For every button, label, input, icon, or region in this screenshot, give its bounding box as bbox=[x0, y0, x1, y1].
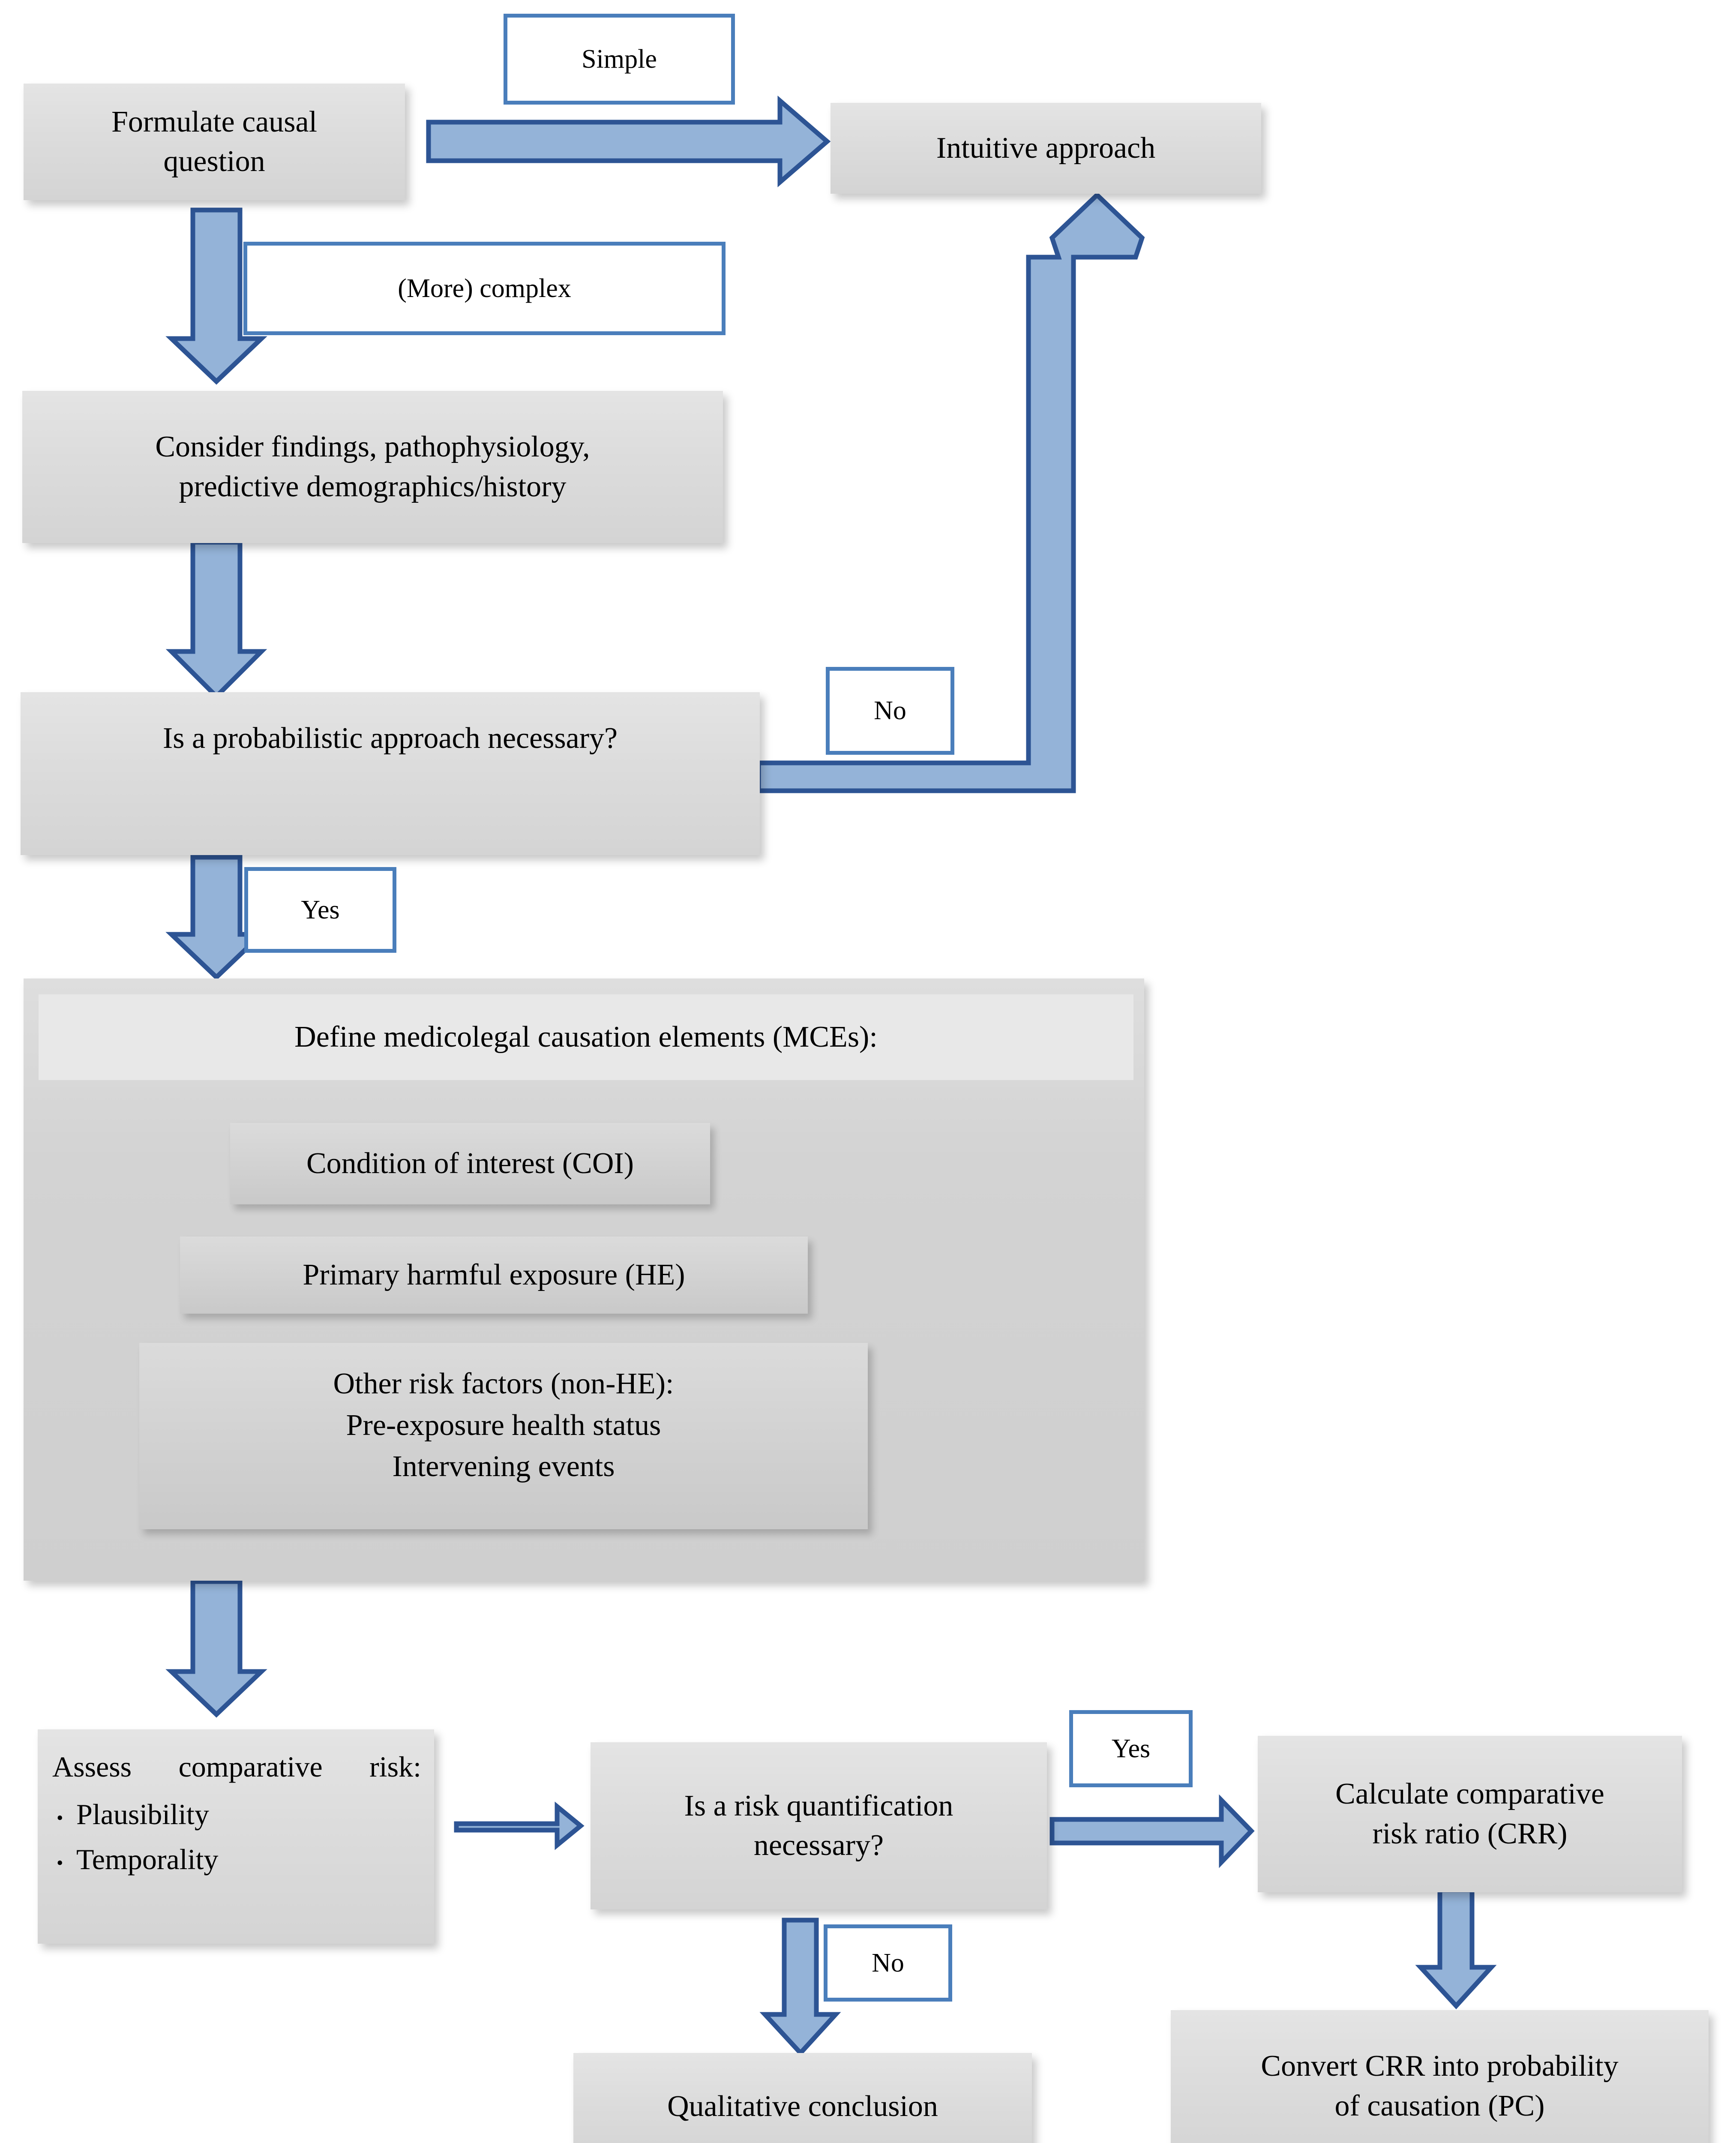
node-qualitative-conclusion: Qualitative conclusion bbox=[573, 2053, 1032, 2143]
edge-label-yes-quantification-text: Yes bbox=[1111, 1734, 1151, 1763]
node-probabilistic-approach-question-text: Is a probabilistic approach necessary? bbox=[162, 722, 618, 755]
node-intuitive-approach: Intuitive approach bbox=[831, 103, 1261, 194]
bullet-label-plausibility: Plausibility bbox=[76, 1798, 209, 1831]
arrow-formulate-to-intuitive bbox=[426, 95, 831, 188]
list-item: • Plausibility bbox=[52, 1798, 421, 1831]
mce-container: Define medicolegal causation elements (M… bbox=[24, 978, 1144, 1581]
list-item: • Temporality bbox=[52, 1843, 421, 1876]
node-convert-crr: Convert CRR into probability of causatio… bbox=[1171, 2010, 1709, 2143]
arrow-mce-to-assess bbox=[165, 1579, 267, 1718]
edge-label-more-complex: (More) complex bbox=[243, 242, 726, 335]
arrow-assess-to-quantification bbox=[454, 1801, 585, 1850]
edge-label-no-probabilistic: No bbox=[826, 667, 954, 755]
mce-item-other-risk-factors: Other risk factors (non-HE): Pre-exposur… bbox=[139, 1343, 868, 1529]
node-probabilistic-approach-question: Is a probabilistic approach necessary? bbox=[21, 692, 760, 855]
arrow-quantification-to-crr bbox=[1049, 1794, 1255, 1868]
node-calculate-crr: Calculate comparative risk ratio (CRR) bbox=[1258, 1736, 1682, 1892]
edge-label-simple: Simple bbox=[504, 14, 735, 105]
mce-item-condition-of-interest: Condition of interest (COI) bbox=[230, 1123, 710, 1204]
bullet-label-temporality: Temporality bbox=[76, 1843, 219, 1876]
edge-label-yes-probabilistic-text: Yes bbox=[301, 895, 340, 924]
mce-header-text: Define medicolegal causation elements (M… bbox=[294, 1020, 878, 1053]
node-risk-quantification-question: Is a risk quantification necessary? bbox=[591, 1742, 1047, 1909]
mce-item-condition-of-interest-text: Condition of interest (COI) bbox=[306, 1147, 634, 1180]
node-intuitive-approach-text: Intuitive approach bbox=[936, 131, 1156, 165]
edge-label-simple-text: Simple bbox=[582, 44, 657, 74]
edge-label-no-probabilistic-text: No bbox=[874, 696, 906, 725]
mce-item-primary-harmful-exposure: Primary harmful exposure (HE) bbox=[180, 1237, 808, 1314]
node-formulate-causal-question: Formulate causal question bbox=[24, 84, 405, 200]
node-consider-findings-text: Consider findings, pathophysiology, pred… bbox=[155, 430, 590, 503]
arrow-consider-to-probabilistic bbox=[165, 540, 267, 700]
node-assess-comparative-risk: Assess comparative risk: • Plausibility … bbox=[38, 1729, 434, 1944]
edge-label-no-quantification: No bbox=[824, 1924, 952, 2002]
node-consider-findings: Consider findings, pathophysiology, pred… bbox=[22, 391, 723, 543]
node-calculate-crr-text: Calculate comparative risk ratio (CRR) bbox=[1335, 1777, 1604, 1850]
mce-item-primary-harmful-exposure-text: Primary harmful exposure (HE) bbox=[303, 1258, 685, 1291]
mce-item-other-risk-factors-text: Other risk factors (non-HE): Pre-exposur… bbox=[333, 1367, 674, 1483]
edge-label-more-complex-text: (More) complex bbox=[398, 273, 571, 303]
node-qualitative-conclusion-text: Qualitative conclusion bbox=[667, 2089, 938, 2123]
mce-header: Define medicolegal causation elements (M… bbox=[39, 994, 1133, 1080]
node-convert-crr-text: Convert CRR into probability of causatio… bbox=[1261, 2050, 1619, 2122]
edge-label-no-quantification-text: No bbox=[872, 1948, 904, 1978]
bullet-icon: • bbox=[57, 1852, 63, 1874]
node-risk-quantification-question-text: Is a risk quantification necessary? bbox=[684, 1789, 953, 1862]
bullet-icon: • bbox=[57, 1807, 63, 1829]
node-formulate-causal-question-text: Formulate causal question bbox=[111, 105, 318, 178]
node-assess-comparative-risk-heading: Assess comparative risk: bbox=[52, 1750, 421, 1783]
arrow-crr-to-convert bbox=[1415, 1888, 1497, 2010]
edge-label-yes-probabilistic: Yes bbox=[244, 867, 396, 953]
edge-label-yes-quantification: Yes bbox=[1069, 1710, 1193, 1787]
